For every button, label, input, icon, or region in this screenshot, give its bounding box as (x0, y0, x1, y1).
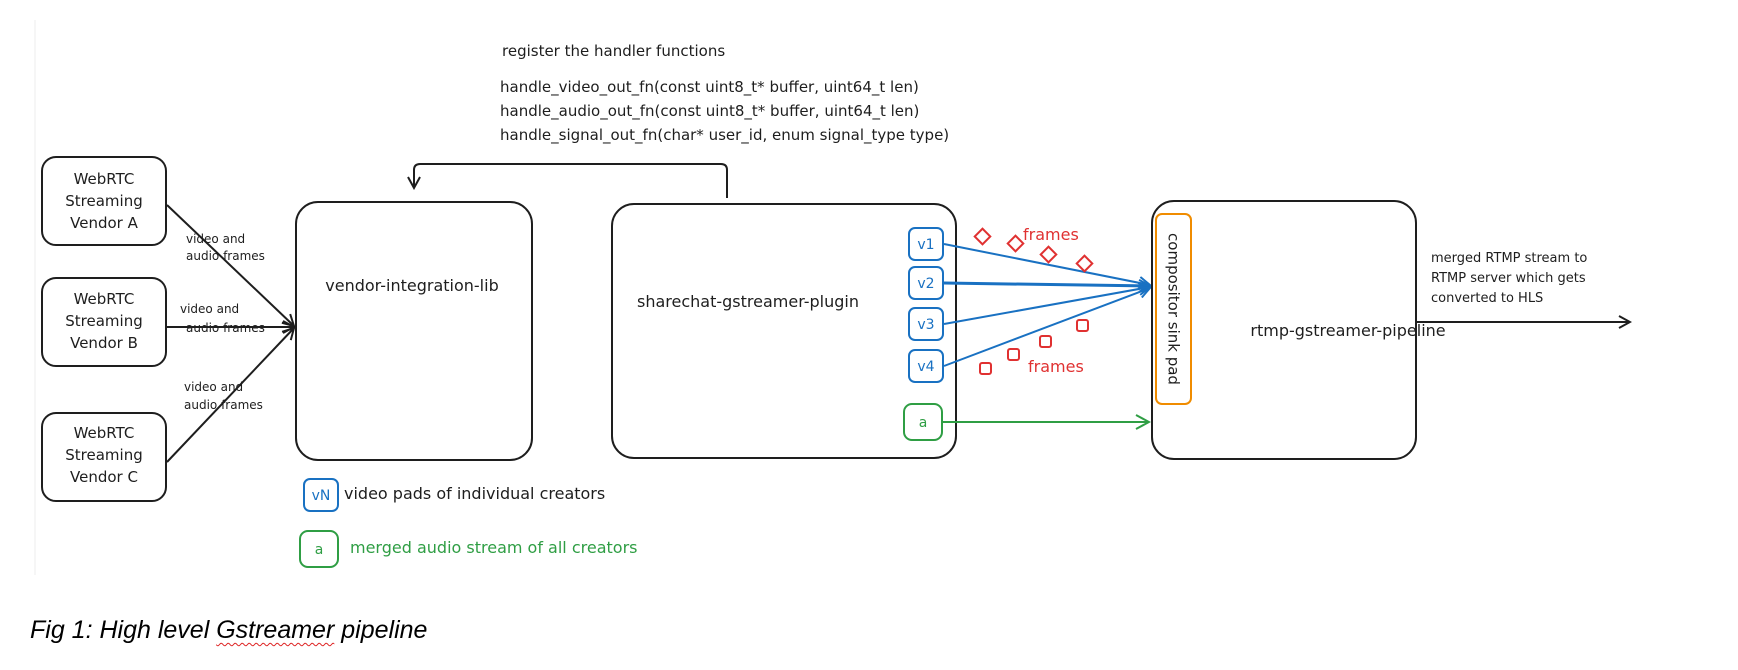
pad-v4: v4 (908, 349, 944, 383)
rtmp-output-note: merged RTMP stream to RTMP server which … (1431, 251, 1587, 306)
frame-marker (973, 227, 992, 246)
legend-video-key: vN (312, 488, 331, 504)
legend: vN video pads of individual creators a m… (299, 478, 637, 568)
frame-markers-upper (973, 227, 1094, 273)
vendor-a-line-2: Streaming (65, 192, 142, 210)
pad-v2: v2 (908, 266, 944, 300)
caption-suffix: pipeline (334, 616, 428, 644)
vendor-c-arrow (166, 328, 294, 463)
video-arrow-v3 (943, 287, 1150, 325)
pad-v1: v1 (908, 227, 944, 261)
vendor-integration-lib-node: vendor-integration-lib (295, 201, 533, 461)
vendor-a-arrow (166, 204, 294, 326)
vendor-box-c: WebRTC Streaming Vendor C (41, 412, 167, 502)
pad-v3-label: v3 (917, 317, 934, 333)
vendor-box-b: WebRTC Streaming Vendor B (41, 277, 167, 367)
vendor-c-edge-label-1: video and (184, 380, 243, 394)
vendor-c-line-2: Streaming (65, 446, 142, 464)
vendor-b-edge-label: video and audio frames (180, 302, 265, 335)
handler-signature-signal: handle_signal_out_fn(char* user_id, enum… (500, 126, 949, 145)
pad-v3: v3 (908, 307, 944, 341)
legend-audio: a merged audio stream of all creators (299, 530, 637, 568)
vendor-integration-lib-label: vendor-integration-lib (325, 276, 498, 295)
pad-audio-label: a (919, 415, 928, 431)
vendor-c-line-1: WebRTC (74, 424, 135, 442)
output-line-2: RTMP server which gets (1431, 271, 1586, 286)
vendor-b-line-2: Streaming (65, 312, 142, 330)
legend-audio-text: merged audio stream of all creators (350, 538, 637, 557)
vendor-a-edge-label-1: video and (186, 232, 245, 246)
frames-label-upper: frames (1023, 225, 1079, 244)
legend-video-text: video pads of individual creators (344, 484, 605, 503)
figure-caption: Fig 1: High level Gstreamer pipeline (30, 616, 427, 645)
pad-v1-label: v1 (917, 237, 934, 253)
caption-prefix: Fig 1: High level (30, 616, 217, 644)
frame-marker (979, 362, 992, 375)
frame-marker (1006, 234, 1025, 253)
vendor-b-line-1: WebRTC (74, 290, 135, 308)
output-line-1: merged RTMP stream to (1431, 251, 1587, 266)
frames-label-lower: frames (1028, 357, 1084, 376)
vendor-b-edge-label-1: video and (180, 302, 239, 316)
frame-marker (1007, 348, 1020, 361)
legend-audio-key: a (315, 542, 324, 558)
vendor-c-line-3: Vendor C (70, 468, 138, 486)
handler-signature-audio: handle_audio_out_fn(const uint8_t* buffe… (500, 102, 919, 121)
vendor-c-edge-label-2: audio frames (184, 398, 263, 412)
vendor-box-a: WebRTC Streaming Vendor A (41, 156, 167, 246)
frame-marker (1039, 335, 1052, 348)
vendor-a-edge-label-2: audio frames (186, 249, 265, 263)
frame-marker (1076, 319, 1089, 332)
pad-audio: a (903, 403, 943, 441)
frame-markers-lower (979, 319, 1089, 375)
rtmp-gstreamer-pipeline-label: rtmp-gstreamer-pipeline (1250, 321, 1445, 340)
sharechat-gstreamer-plugin-label: sharechat-gstreamer-plugin (637, 292, 859, 311)
video-arrow-v1 (943, 243, 1150, 285)
compositor-sink-pad: compositor sink pad (1155, 213, 1192, 405)
output-line-3: converted to HLS (1431, 291, 1543, 306)
pipeline-diagram: register the handler functions handle_vi… (34, 20, 1738, 575)
frame-marker (1075, 254, 1094, 273)
pad-v2-label: v2 (917, 276, 934, 292)
frame-marker (1039, 245, 1058, 264)
compositor-sink-pad-label: compositor sink pad (1165, 233, 1183, 385)
vendor-a-edge-label: video and audio frames (186, 232, 265, 263)
video-arrow-v2 (943, 283, 1150, 286)
vendor-c-edge-label: video and audio frames (184, 380, 263, 412)
vendor-b-edge-label-2: audio frames (186, 321, 265, 335)
register-callback-arrow (414, 163, 728, 198)
handler-signature-video: handle_video_out_fn(const uint8_t* buffe… (500, 78, 919, 97)
pad-v4-label: v4 (917, 359, 934, 375)
caption-highlight: Gstreamer (216, 616, 335, 644)
vendor-a-line-3: Vendor A (70, 214, 138, 232)
legend-video: vN video pads of individual creators (303, 478, 605, 512)
vendor-a-line-1: WebRTC (74, 170, 135, 188)
vendor-b-line-3: Vendor B (70, 334, 138, 352)
sharechat-gstreamer-plugin-node: sharechat-gstreamer-plugin (611, 203, 957, 459)
register-title: register the handler functions (502, 42, 725, 60)
rtmp-gstreamer-pipeline-node: rtmp-gstreamer-pipeline (1151, 200, 1446, 460)
register-handlers-note: register the handler functions handle_vi… (500, 42, 949, 145)
video-arrow-v4 (943, 288, 1150, 367)
